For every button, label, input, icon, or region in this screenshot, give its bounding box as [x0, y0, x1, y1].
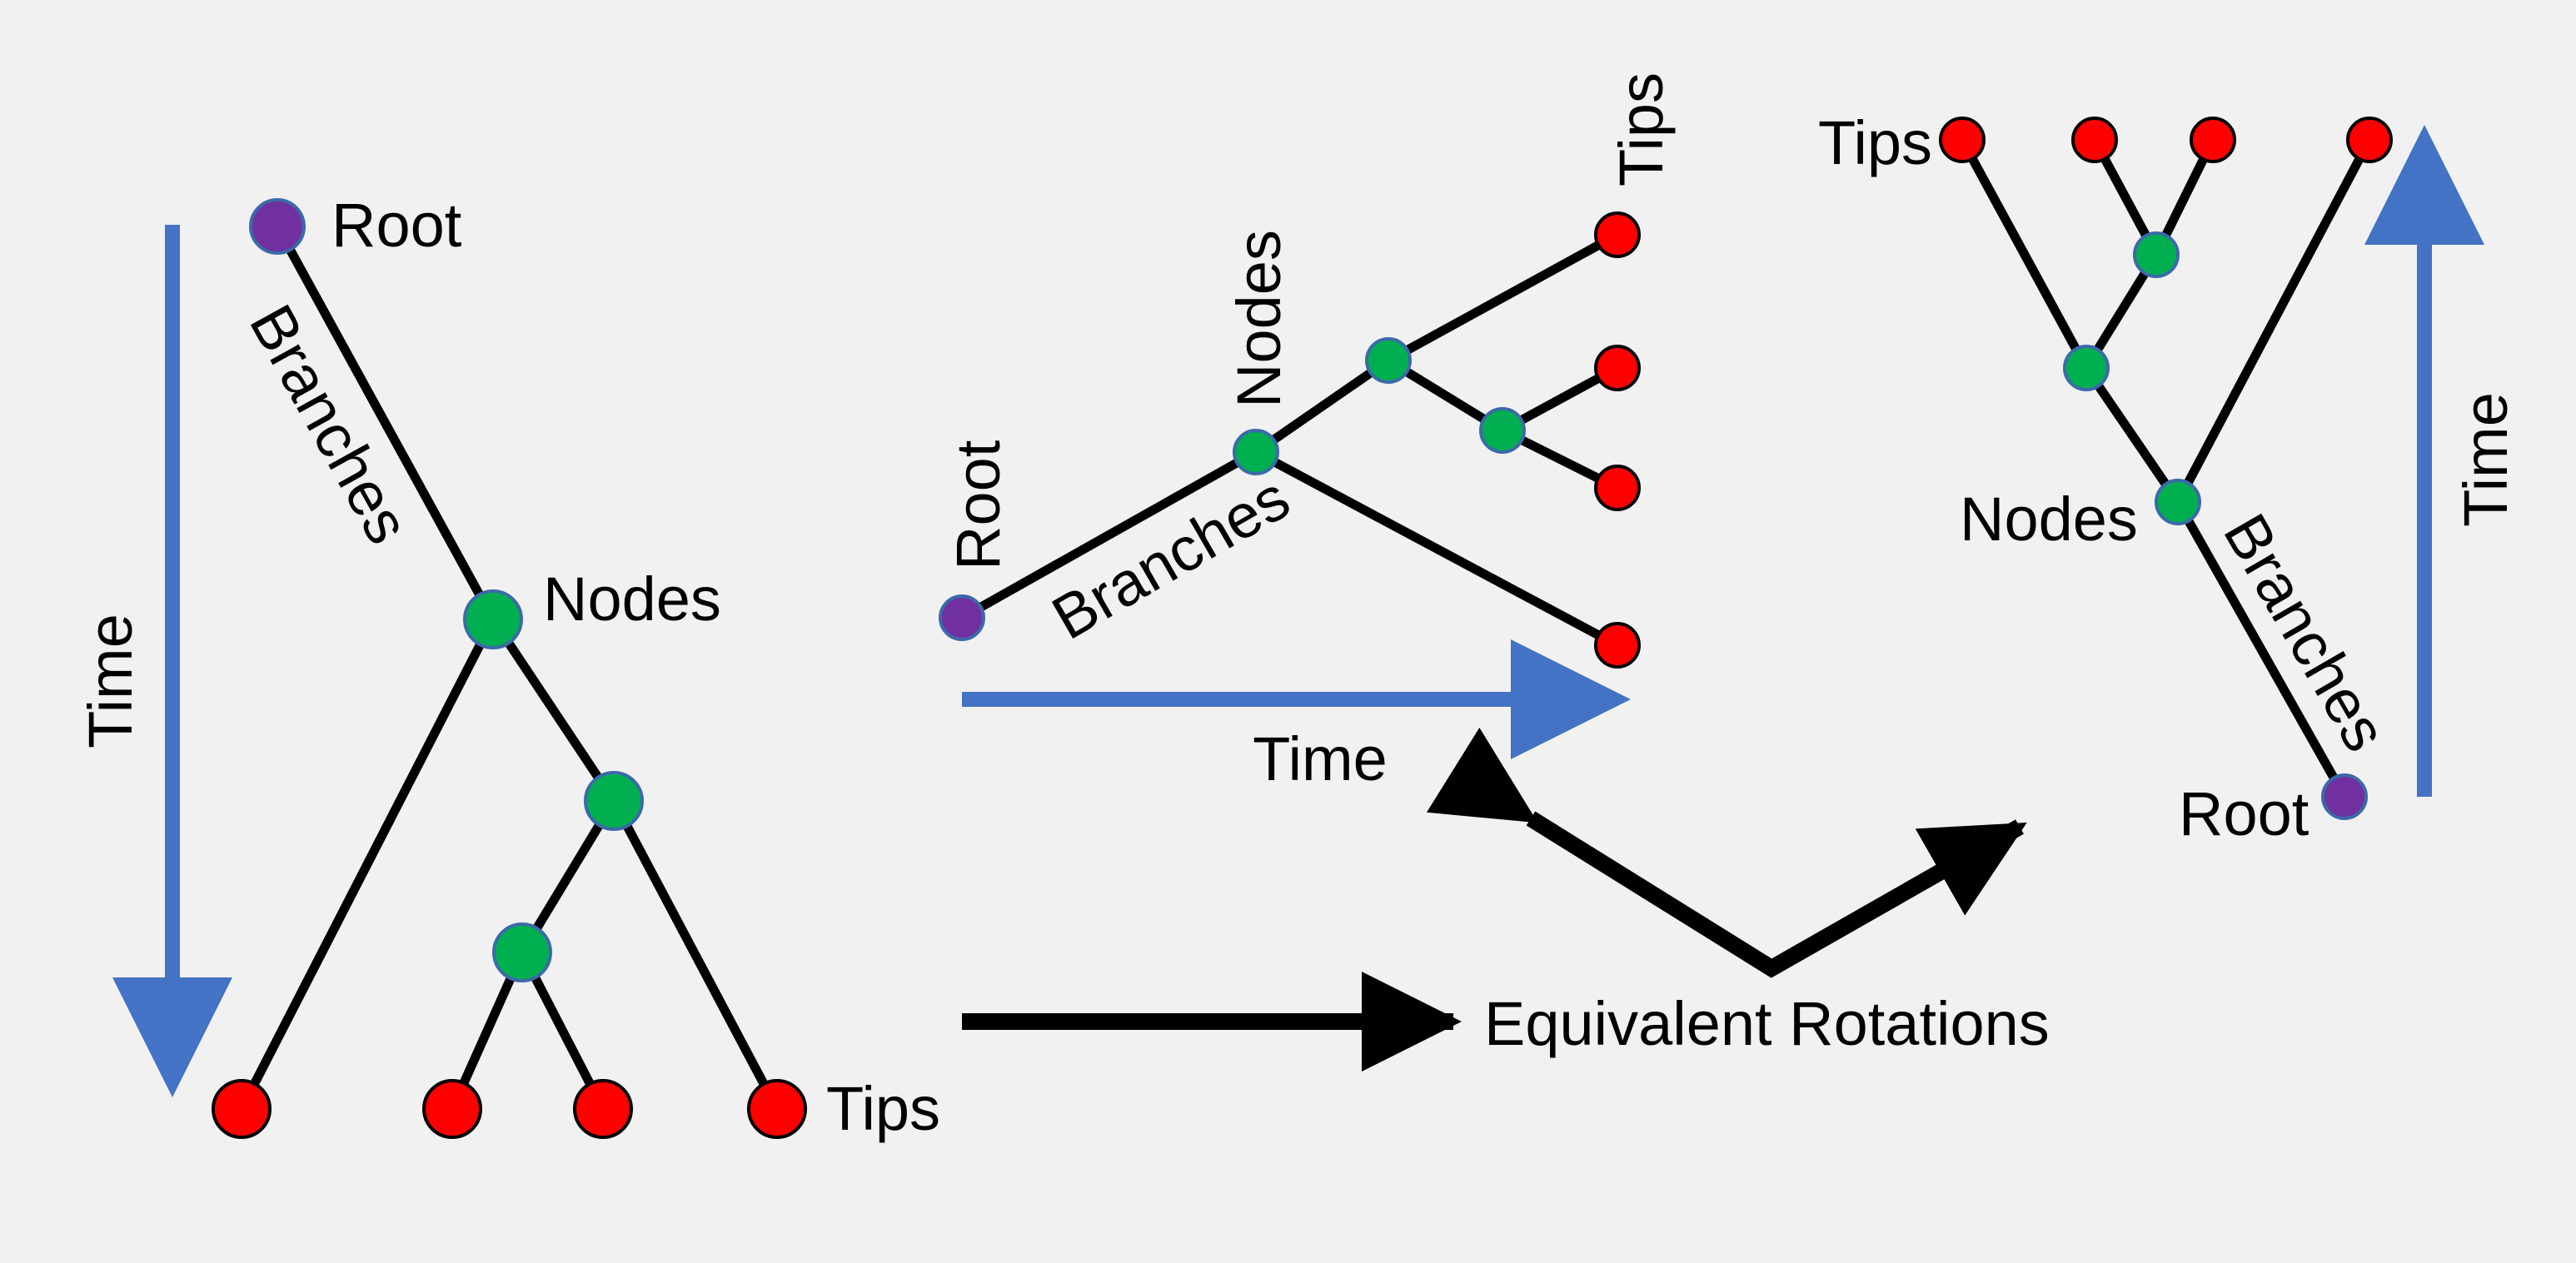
internal-node [2063, 345, 2110, 391]
tip-node [747, 1079, 807, 1139]
nodes-label: Nodes [1224, 230, 1293, 408]
internal-node [492, 922, 552, 982]
root-label: Root [331, 191, 462, 260]
tip-node [422, 1079, 482, 1139]
tree-inverted: Tips Nodes Branches Root Time [1818, 108, 2520, 848]
tip-node [1939, 117, 1986, 163]
tip-node [1594, 211, 1641, 258]
tip-node [2346, 117, 2393, 163]
tips-label: Tips [1818, 108, 1932, 177]
tip-node [2190, 117, 2236, 163]
double-headed-arrow [1426, 727, 2027, 978]
equivalent-rotations-label: Equivalent Rotations [1484, 989, 2050, 1058]
tip-node [1594, 465, 1641, 511]
internal-node [463, 589, 523, 649]
tip-node [212, 1079, 272, 1139]
rotation-arrows: Equivalent Rotations [962, 727, 2050, 1072]
tips-label: Tips [826, 1074, 940, 1143]
time-label: Time [2451, 392, 2520, 527]
root-node [939, 594, 985, 641]
root-node [249, 198, 306, 255]
root-label: Root [944, 440, 1013, 570]
tip-node [1594, 622, 1641, 669]
tip-node [1594, 345, 1641, 391]
internal-node [1479, 407, 1526, 454]
internal-node [2133, 231, 2180, 278]
nodes-label: Nodes [543, 564, 721, 634]
internal-node [1365, 337, 1412, 384]
tip-node [573, 1079, 633, 1139]
tips-label: Tips [1607, 72, 1676, 186]
nodes-label: Nodes [1960, 485, 2138, 554]
time-label: Time [1253, 724, 1388, 793]
internal-node [1233, 429, 1279, 475]
root-node [2321, 773, 2368, 820]
root-label: Root [2179, 779, 2309, 848]
tip-node [2071, 117, 2118, 163]
internal-node [584, 771, 644, 831]
time-label: Time [76, 614, 145, 748]
internal-node [2155, 479, 2201, 525]
